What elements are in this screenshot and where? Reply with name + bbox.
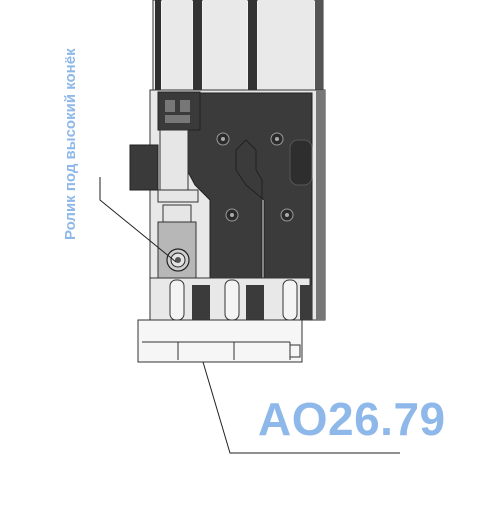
profile-code-label: AO26.79 — [258, 393, 446, 445]
roller-callout-text: Ролик под высокий конёк — [62, 48, 79, 240]
lower-teeth — [149, 277, 312, 321]
top-clip — [157, 91, 201, 131]
roller-block — [157, 204, 197, 280]
guide-slot — [159, 129, 189, 191]
bottom-profile — [137, 319, 303, 363]
roller-leader-line — [99, 177, 177, 263]
left-clamp-tab — [129, 144, 159, 191]
vertical-rails — [152, 0, 324, 96]
profile-leader-line — [202, 361, 400, 454]
screws — [216, 132, 294, 222]
